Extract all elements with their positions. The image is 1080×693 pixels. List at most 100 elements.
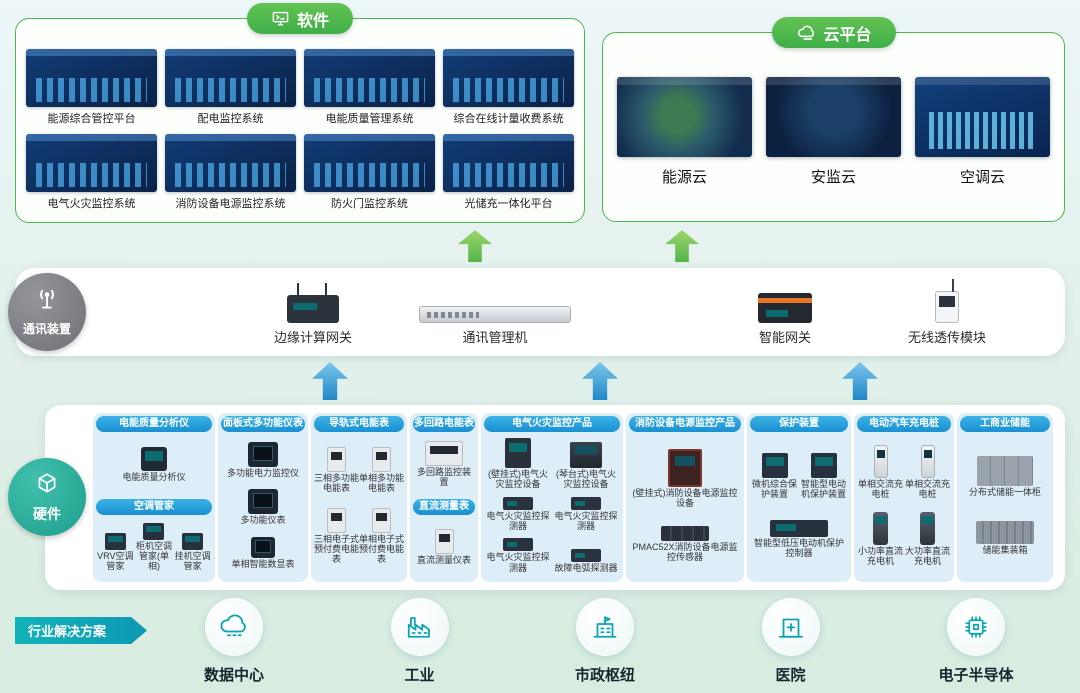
hardware-category-header: 多回路电能表 [413, 416, 475, 432]
software-monitor-icon [271, 9, 290, 28]
hardware-product-label: 电气火灾监控探测器 [486, 510, 550, 531]
solution-label: 数据中心 [203, 667, 264, 684]
rail-icon [372, 446, 391, 472]
software-item: 配电监控系统 [165, 49, 296, 132]
hardware-products: 分布式储能一体柜储能集装箱 [960, 432, 1050, 579]
hardware-product-label: 分布式储能一体柜 [968, 486, 1041, 497]
software-item-label: 电气火灾监控系统 [47, 197, 136, 210]
comm-device-item: 智能网关 [715, 277, 855, 346]
hardware-product: 分布式储能一体柜 [960, 455, 1050, 498]
software-item-label: 电能质量管理系统 [325, 113, 414, 125]
solution-item: 数据中心 [178, 598, 290, 685]
hardware-product-label: (琴台式)电气火灾监控设备 [556, 469, 616, 490]
hardware-product: 电能质量分析仪 [96, 446, 212, 483]
hardware-products: 电能质量分析仪 [96, 432, 212, 497]
cloud-item-label: 安监云 [810, 169, 856, 186]
hardware-product-label: 智能型电动机保护装置 [800, 478, 846, 499]
cloud-screenshot [766, 77, 901, 157]
hardware-product-label: 单相多功能电能表 [359, 472, 405, 493]
hardware-product: 多功能电力监控仪 [221, 441, 305, 479]
industry-icon [390, 598, 449, 656]
software-screenshot [443, 49, 574, 107]
hardware-section: 电气火灾监控产品(壁挂式)电气火灾监控设备(琴台式)电气火灾监控设备电气火灾监控… [484, 416, 620, 579]
hardware-product: 故障电弧探测器 [552, 537, 620, 573]
cloud-screenshot [617, 77, 752, 157]
software-screenshot [304, 49, 435, 107]
detector-icon [571, 496, 601, 510]
software-grid: 能源综合管控平台 配电监控系统电能质量管理系统 综合在线计量收费系统电气火灾监控系统… [26, 49, 574, 216]
detector-icon [503, 496, 533, 510]
hardware-product-label: PMAC52X消防设备电源监控传感器 [632, 541, 738, 563]
hardware-product: (琴台式)电气火灾监控设备 [552, 437, 620, 490]
comm-device-image-wrap [935, 277, 959, 323]
hardware-product-label: 智能型低压电动机保护控制器 [753, 538, 844, 559]
hardware-product-label: (壁挂式)消防设备电源监控设备 [632, 487, 738, 508]
hardware-category-header: 工商业储能 [960, 416, 1050, 432]
cloud-item: 能源云 [617, 77, 752, 211]
hardware-product-label: 微机综合保护装置 [751, 478, 797, 499]
pillar-icon [873, 444, 888, 478]
solution-item: 电子半导体 [920, 598, 1032, 685]
hardware-product: 多功能仪表 [221, 488, 305, 526]
software-item-label: 能源综合管控平台 [47, 113, 136, 125]
hardware-product-label: 电能质量分析仪 [122, 471, 186, 482]
hardware-section: 工商业储能分布式储能一体柜储能集装箱 [960, 416, 1050, 579]
software-screenshot [443, 133, 574, 192]
hardware-section: 直流测量表直流测量仪表 [413, 498, 475, 580]
hardware-product: 三相多功能电能表 [314, 446, 359, 494]
software-item: 光储充一体化平台 [443, 133, 574, 217]
console-icon [570, 442, 602, 469]
software-item: 电能质量管理系统 [304, 49, 435, 132]
hardware-products: 微机综合保护装置智能型电动机保护装置智能型低压电动机保护控制器 [750, 432, 848, 579]
hardware-product: VRV空调管家 [96, 522, 135, 572]
hardware-product: 直流测量仪表 [413, 528, 475, 566]
hardware-product-label: 故障电弧探测器 [554, 562, 618, 573]
hardware-products: VRV空调管家柜机空调管家(单相)挂机空调管家 [96, 515, 212, 580]
hardware-product: 智能型电动机保护装置 [799, 452, 848, 500]
solution-item: 医院 [735, 598, 847, 685]
hardware-column: 工商业储能分布式储能一体柜储能集装箱 [957, 413, 1053, 582]
software-title: 软件 [296, 12, 330, 30]
software-item: 综合在线计量收费系统 [443, 49, 574, 132]
up-arrow-to-software [458, 230, 492, 262]
container-icon [976, 521, 1034, 545]
software-item-label: 消防设备电源监控系统 [175, 197, 286, 210]
pillar-dark-icon [873, 512, 888, 546]
hardware-products: 直流测量仪表 [413, 515, 475, 580]
cabinet-red-icon [668, 448, 702, 487]
software-screenshot [304, 133, 435, 192]
rail-icon [434, 528, 454, 554]
pillar-dark-icon [920, 512, 935, 546]
hardware-section: 电动汽车充电桩单相交流充电桩单相交流充电桩小功率直流充电机大功率直流充电机 [857, 416, 951, 579]
comm-device-image-wrap [758, 277, 812, 323]
hardware-category-header: 面板式多功能仪表 [221, 416, 305, 432]
cloud-screenshot [915, 77, 1050, 157]
cloud-pill: 云平台 [771, 17, 896, 48]
hardware-category-header: 电能质量分析仪 [96, 416, 212, 432]
software-item: 电气火灾监控系统 [26, 133, 157, 217]
hardware-product: 单相交流充电桩 [857, 444, 904, 500]
hardware-column: 电气火灾监控产品(壁挂式)电气火灾监控设备(琴台式)电气火灾监控设备电气火灾监控… [481, 413, 623, 582]
hardware-product: 多回路监控装置 [413, 440, 475, 488]
detector-icon [503, 538, 533, 552]
software-item-label: 综合在线计量收费系统 [453, 113, 564, 125]
cube-icon [34, 471, 60, 502]
hardware-product: 储能集装箱 [960, 520, 1050, 556]
meter-front-icon [141, 446, 167, 471]
cloud-item: 空调云 [915, 77, 1050, 211]
comm-device-label: 通讯管理机 [462, 330, 528, 345]
hardware-product-label: 柜机空调管家(单相) [135, 540, 172, 571]
hardware-product-label: 单相智能数显表 [231, 558, 295, 569]
hardware-section: 导轨式电能表三相多功能电能表单相多功能电能表三相电子式预付费电能表单相电子式预付… [314, 416, 404, 579]
panel-meter-sm-icon [251, 536, 275, 558]
solution-label: 市政枢纽 [574, 667, 635, 684]
rail-icon [327, 446, 346, 472]
software-screenshot [165, 49, 296, 107]
hardware-product: 智能型低压电动机保护控制器 [750, 519, 848, 559]
comm-badge-label: 通讯装置 [22, 322, 71, 336]
hardware-column: 面板式多功能仪表多功能电力监控仪多功能仪表单相智能数显表 [218, 413, 308, 582]
software-item: 能源综合管控平台 [26, 49, 157, 132]
relay-icon [810, 452, 837, 478]
hardware-product-label: 三相多功能电能表 [314, 472, 360, 493]
